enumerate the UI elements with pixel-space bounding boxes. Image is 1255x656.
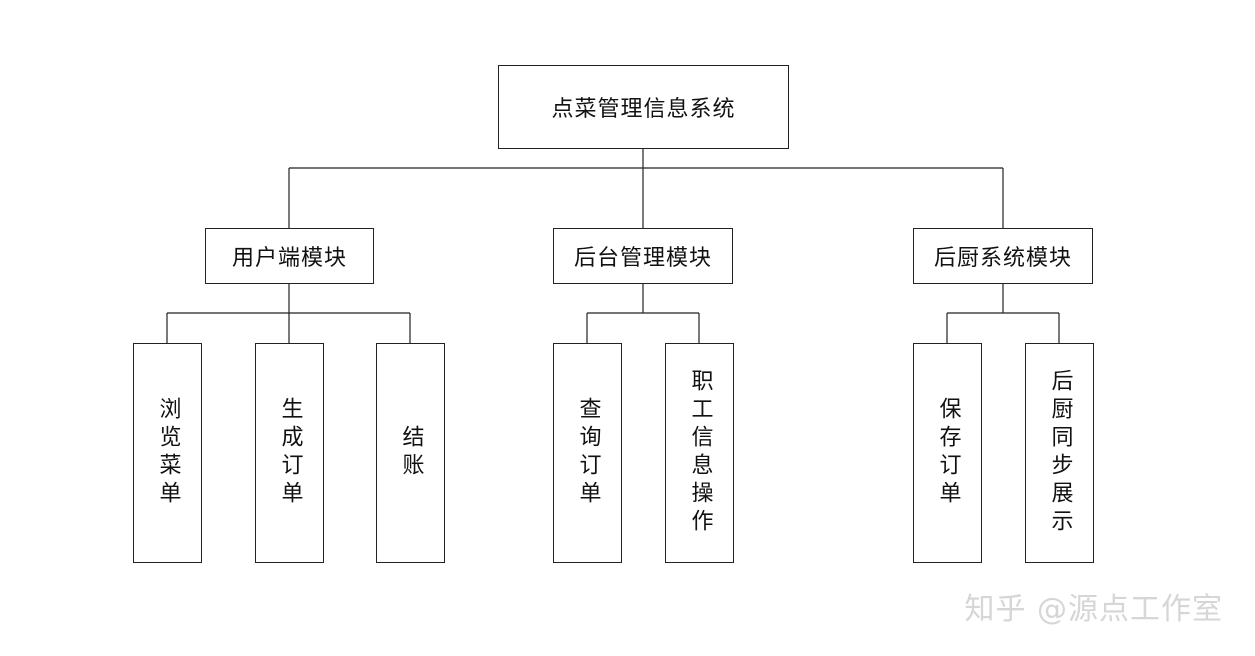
module-kitchen-label: 后厨系统模块 <box>933 246 1072 271</box>
module-kitchen: 后厨系统模块 <box>913 228 1093 284</box>
module-user-client-label: 用户端模块 <box>231 246 347 271</box>
leaf-browse-menu: 浏览菜单 <box>133 343 202 563</box>
root-label: 点菜管理信息系统 <box>551 97 736 122</box>
leaf-kitchen-sync-label: 后厨同步展示 <box>1047 369 1073 537</box>
leaf-query-order: 查询订单 <box>553 343 622 563</box>
leaf-checkout-label: 结账 <box>398 425 424 481</box>
leaf-staff-info: 职工信息操作 <box>665 343 734 563</box>
leaf-save-order-label: 保存订单 <box>935 397 961 509</box>
leaf-browse-menu-label: 浏览菜单 <box>155 397 181 509</box>
leaf-staff-info-label: 职工信息操作 <box>687 369 713 537</box>
root-node: 点菜管理信息系统 <box>498 65 789 149</box>
watermark: 知乎 @源点工作室 <box>964 592 1223 627</box>
module-admin: 后台管理模块 <box>553 228 733 284</box>
leaf-checkout: 结账 <box>376 343 445 563</box>
leaf-save-order: 保存订单 <box>913 343 982 563</box>
leaf-create-order: 生成订单 <box>255 343 324 563</box>
module-user-client: 用户端模块 <box>205 228 374 284</box>
module-admin-label: 后台管理模块 <box>573 246 712 271</box>
leaf-create-order-label: 生成订单 <box>277 397 303 509</box>
leaf-kitchen-sync: 后厨同步展示 <box>1025 343 1094 563</box>
leaf-query-order-label: 查询订单 <box>575 397 601 509</box>
